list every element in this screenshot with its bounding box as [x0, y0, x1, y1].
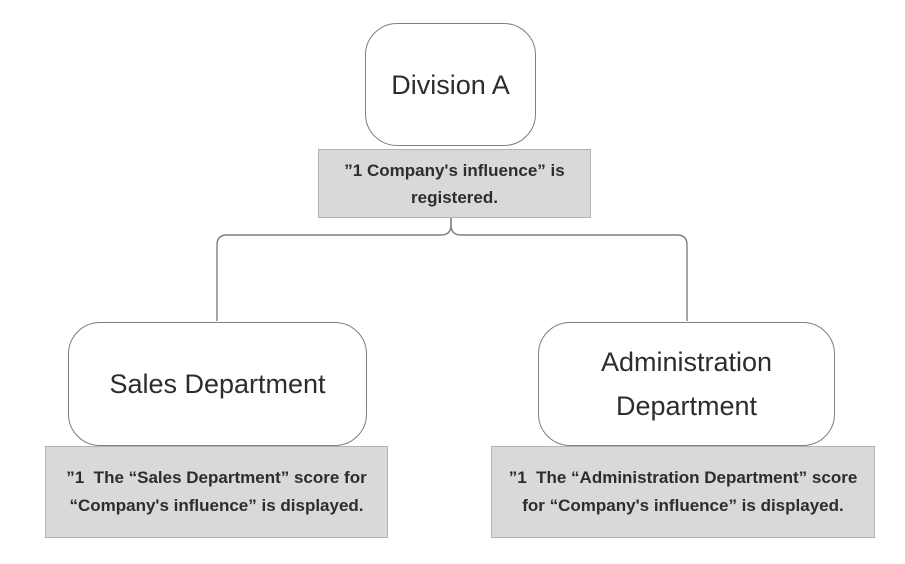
- node-administration-department: Administration Department: [538, 322, 835, 446]
- node-sales-department: Sales Department: [68, 322, 367, 446]
- note-sales-line-2: “Company's influence” is displayed.: [69, 496, 364, 515]
- note-division-a-line-2: registered.: [411, 187, 498, 207]
- note-sales-line-1: ”1 The “Sales Department” score for: [66, 468, 367, 487]
- note-administration-line-2: for “Company's influence” is displayed.: [522, 496, 844, 515]
- node-administration-department-label: Administration Department: [600, 347, 773, 421]
- note-administration-department: ”1 The “Administration Department” score…: [491, 446, 875, 538]
- node-sales-department-label: Sales Department: [109, 369, 326, 399]
- connector-left-branch: [216, 218, 452, 321]
- note-division-a: ”1 Company's influence” is registered.: [318, 149, 591, 218]
- connector-right-branch: [450, 218, 688, 321]
- note-sales-department: ”1 The “Sales Department” score for “Com…: [45, 446, 388, 538]
- note-administration-line-1: ”1 The “Administration Department” score: [508, 468, 858, 487]
- note-division-a-line-1: ”1 Company's influence” is: [344, 160, 565, 180]
- node-division-a: Division A: [365, 23, 536, 146]
- node-division-a-label: Division A: [391, 69, 510, 100]
